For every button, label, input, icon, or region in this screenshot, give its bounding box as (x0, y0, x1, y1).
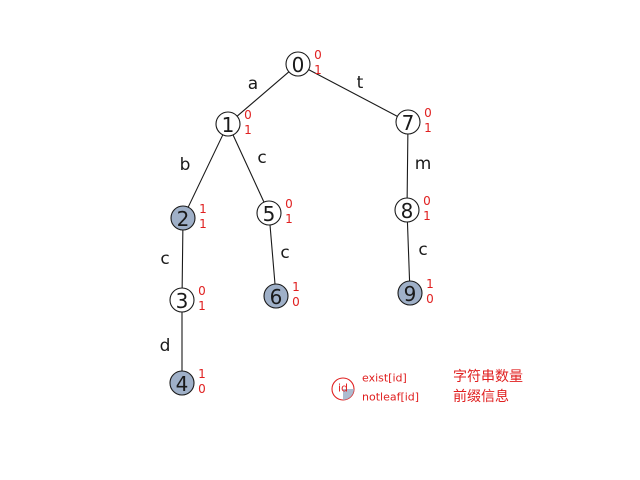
edges-layer (181, 69, 411, 372)
edge-label-7-8: m (415, 154, 432, 174)
notleaf-value: 1 (314, 63, 322, 77)
node-id-label: 8 (401, 199, 414, 223)
notleaf-value: 1 (424, 121, 432, 135)
node-id-label: 3 (176, 289, 189, 313)
edge-label-8-9: c (418, 240, 427, 260)
node-id-label: 6 (270, 285, 283, 309)
edge-0-1 (236, 71, 290, 117)
node-circle (263, 283, 289, 309)
legend-notleaf-label: notleaf[id] (362, 391, 419, 404)
node-id-label: 9 (404, 282, 417, 306)
notleaf-value: 0 (198, 382, 206, 396)
exist-value: 0 (198, 284, 206, 298)
notleaf-value: 1 (285, 212, 293, 226)
node-9: 9 (397, 280, 423, 306)
node-8: 8 (394, 197, 420, 223)
edge-1-5 (232, 134, 265, 203)
notleaf-value: 1 (423, 209, 431, 223)
exist-value: 0 (285, 197, 293, 211)
notleaf-value: 1 (198, 299, 206, 313)
node-2: 2 (170, 205, 196, 231)
legend: id exist[id] notleaf[id] 字符串数量 前缀信息 (331, 369, 523, 405)
edge-labels-layer: a t b c c d c m c (160, 73, 432, 356)
exist-value: 0 (244, 108, 252, 122)
exist-value: 1 (426, 277, 434, 291)
legend-cjk-prefix: 前缀信息 (453, 388, 509, 405)
node-circle (397, 280, 423, 306)
notleaf-value: 1 (199, 217, 207, 231)
node-id-label: 4 (176, 372, 189, 396)
node-id-label: 7 (402, 111, 415, 135)
exist-value: 1 (292, 280, 300, 294)
edge-label-0-7: t (357, 73, 364, 93)
edge-label-3-4: d (160, 336, 171, 356)
node-circle (285, 51, 311, 77)
node-id-label: 1 (222, 113, 235, 137)
edge-label-2-3: c (160, 249, 169, 269)
node-circle (256, 200, 282, 226)
node-circle (170, 205, 196, 231)
legend-exist-label: exist[id] (362, 372, 407, 385)
exist-value: 0 (314, 48, 322, 62)
edge-label-5-6: c (280, 243, 289, 263)
exist-value: 0 (423, 194, 431, 208)
edge-0-7 (308, 69, 398, 117)
node-circle (169, 287, 195, 313)
edge-1-2 (187, 134, 224, 208)
edge-label-1-5: c (257, 148, 266, 168)
legend-cjk-count: 字符串数量 (453, 369, 523, 385)
exist-value: 1 (198, 367, 206, 381)
legend-node-shading (343, 389, 354, 400)
legend-node-id: id (338, 382, 348, 395)
node-0: 0 (285, 51, 311, 77)
node-id-label: 2 (177, 207, 190, 231)
exist-value: 1 (199, 202, 207, 216)
node-1: 1 (215, 111, 241, 137)
node-5: 5 (256, 200, 282, 226)
exist-value: 0 (424, 106, 432, 120)
edge-7-8 (406, 133, 409, 199)
node-4: 4 (169, 370, 195, 396)
notleaf-value: 1 (244, 123, 252, 137)
edge-2-3 (181, 229, 184, 289)
edge-5-6 (269, 224, 276, 285)
node-circle (395, 109, 421, 135)
node-3: 3 (169, 287, 195, 313)
node-id-label: 5 (263, 202, 276, 226)
notleaf-value: 0 (292, 295, 300, 309)
edge-label-0-1: a (248, 74, 258, 94)
notleaf-value: 0 (426, 292, 434, 306)
edge-label-1-2: b (180, 155, 191, 175)
node-circle (169, 370, 195, 396)
node-circle (215, 111, 241, 137)
node-circle (394, 197, 420, 223)
node-6: 6 (263, 283, 289, 309)
node-id-label: 0 (292, 53, 305, 77)
node-7: 7 (395, 109, 421, 135)
edge-8-9 (406, 221, 411, 282)
